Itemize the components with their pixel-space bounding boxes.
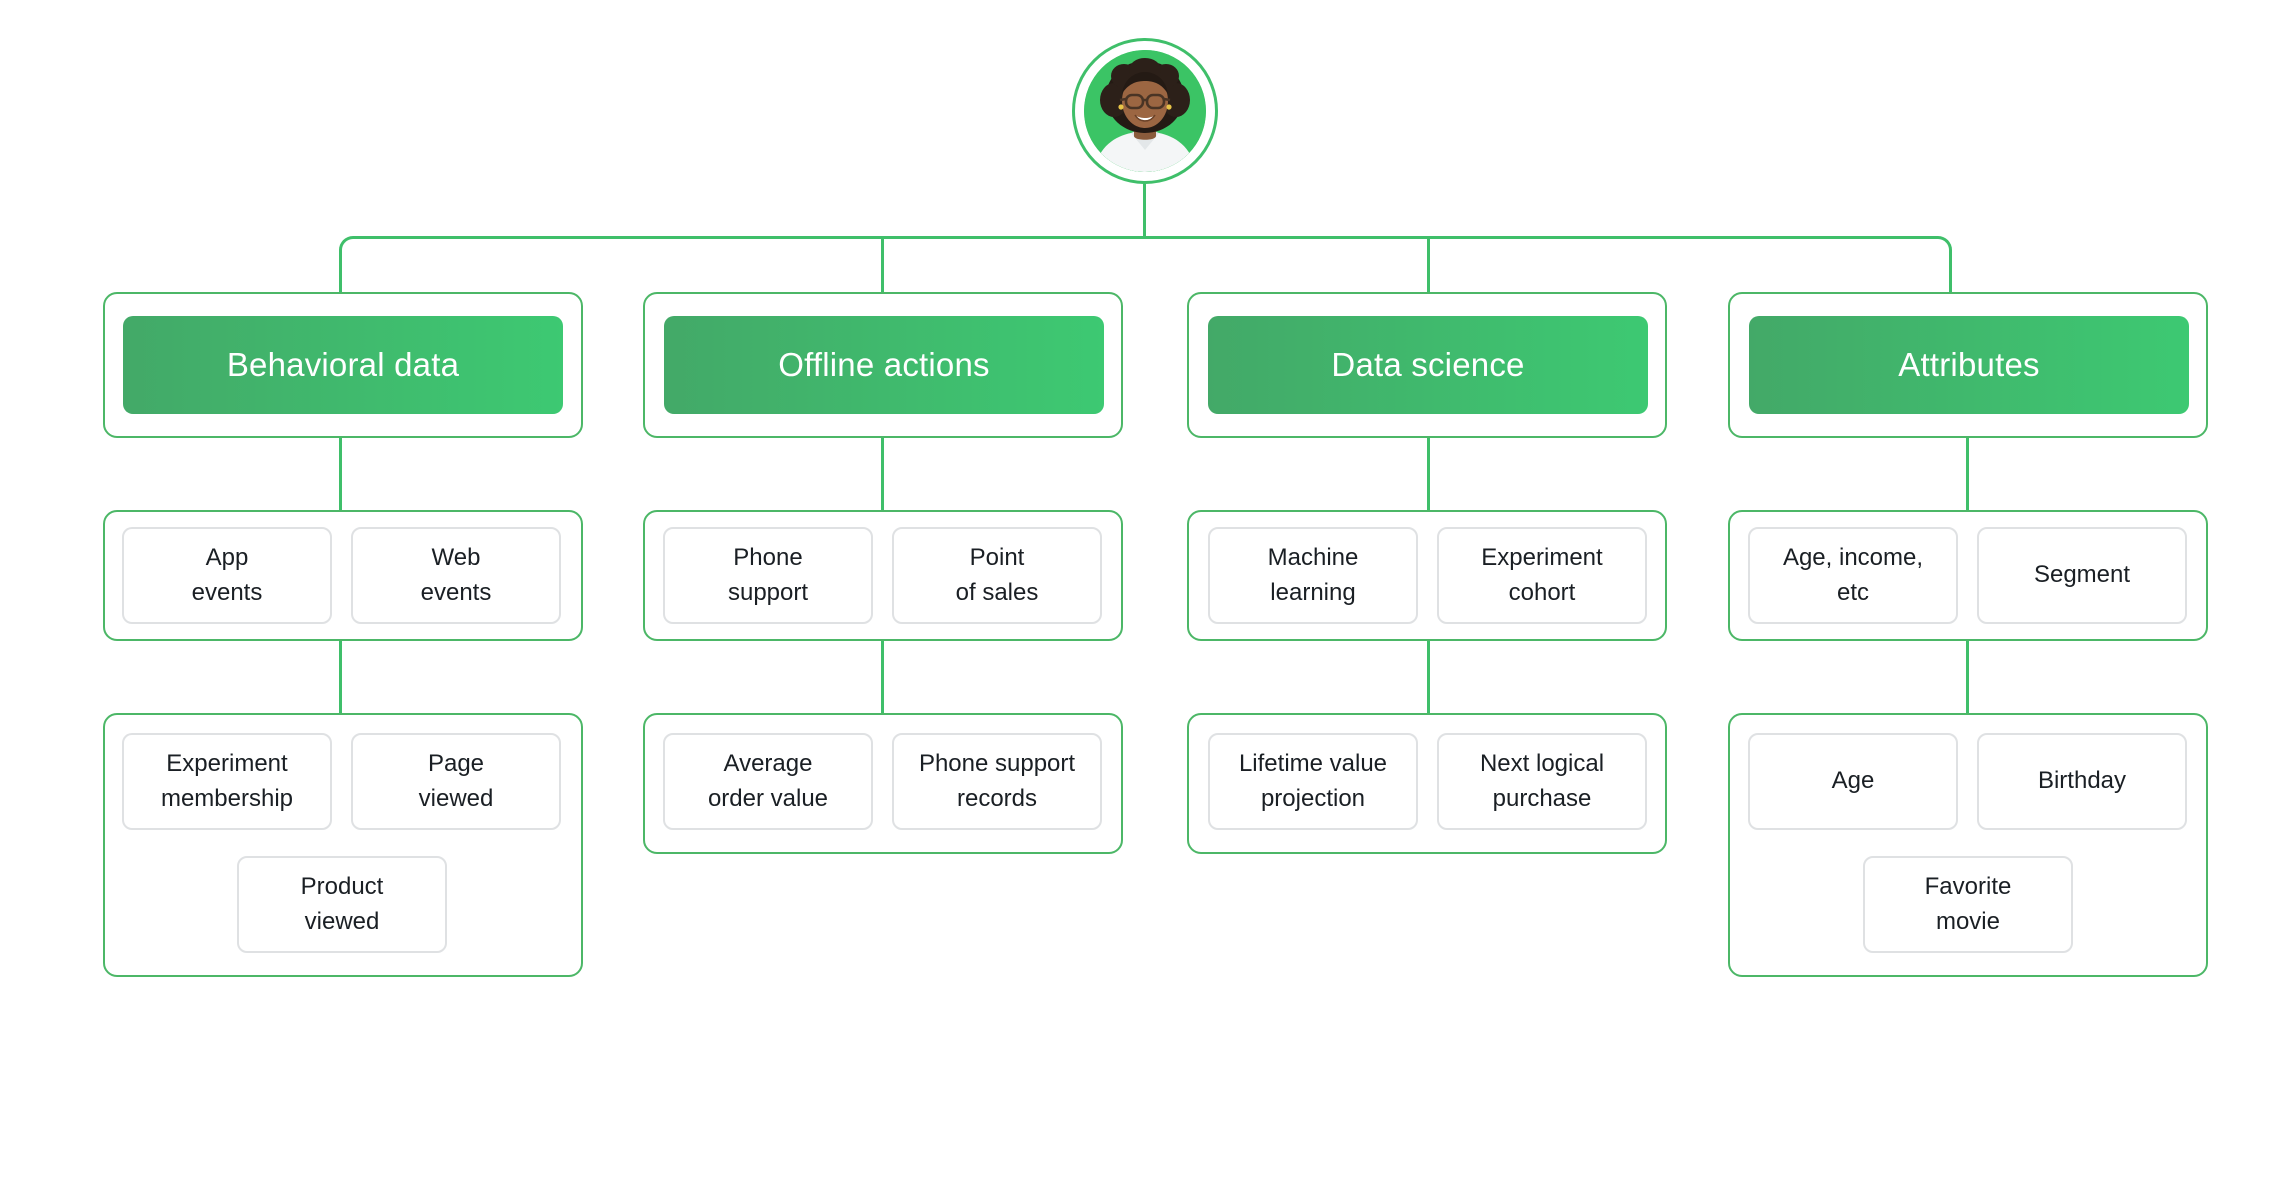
user-avatar-icon (1084, 50, 1206, 172)
connector-col2-h-r1 (881, 438, 884, 510)
tile-label: Segment (2033, 561, 2131, 589)
connector-drop-col3 (1427, 236, 1430, 292)
header-data-science[interactable]: Data science (1208, 316, 1648, 414)
header-label: Offline actions (778, 346, 990, 383)
connector-root-stem (1143, 184, 1146, 239)
connector-col4-r1-r2 (1966, 641, 1969, 713)
root-avatar[interactable] (1072, 38, 1218, 184)
connector-col3-h-r1 (1427, 438, 1430, 510)
connector-drop-col2 (881, 236, 884, 292)
connector-col1-h-r1 (339, 438, 342, 510)
tile-label: Birthday (2037, 767, 2127, 795)
connector-bus (355, 236, 1933, 239)
connector-col1-r1-r2 (339, 641, 342, 713)
header-offline-actions[interactable]: Offline actions (664, 316, 1104, 414)
header-label: Attributes (1898, 346, 2040, 383)
connector-col2-r1-r2 (881, 641, 884, 713)
tile-label: Age (1831, 767, 1875, 795)
header-label: Data science (1331, 346, 1525, 383)
avatar-photo (1084, 50, 1206, 172)
tile-age-income-etc[interactable]: Age, income,etc (1748, 527, 1958, 624)
connector-elbow-right (1931, 236, 1952, 295)
tile-label: Age, income,etc (1782, 543, 1924, 606)
connector-elbow-left (339, 236, 360, 295)
connector-col4-h-r1 (1966, 438, 1969, 510)
header-attributes[interactable]: Attributes (1749, 316, 2189, 414)
tile-age[interactable]: Age (1748, 733, 1958, 830)
connector-col3-r1-r2 (1427, 641, 1430, 713)
tile-birthday[interactable]: Birthday (1977, 733, 2187, 830)
tile-segment[interactable]: Segment (1977, 527, 2187, 624)
header-behavioral-data[interactable]: Behavioral data (123, 316, 563, 414)
header-label: Behavioral data (226, 346, 460, 383)
